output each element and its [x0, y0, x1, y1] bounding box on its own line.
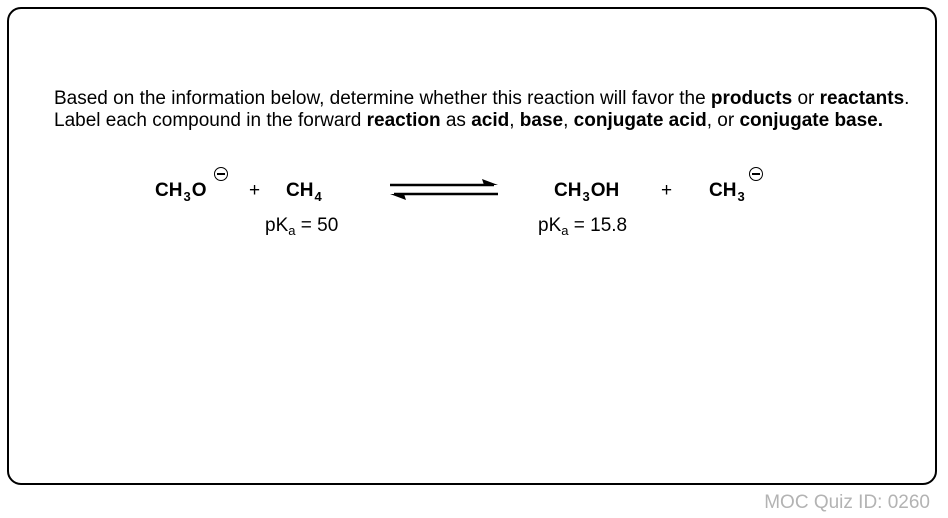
plus-sign: +	[661, 180, 673, 201]
negative-charge-icon	[749, 167, 763, 181]
reactant-methane: CH4	[286, 180, 322, 204]
plus-sign: +	[249, 180, 261, 201]
equilibrium-arrows-icon	[390, 179, 498, 200]
pka-left: pKa = 50	[265, 215, 339, 238]
product-methanol: CH3OH	[554, 180, 620, 204]
negative-charge-icon	[214, 167, 228, 181]
product-methyl-anion: CH3	[709, 180, 745, 204]
reactant-methoxide: CH3O	[155, 180, 207, 204]
pka-right: pKa = 15.8	[538, 215, 628, 238]
quiz-id-label: MOC Quiz ID: 0260	[764, 492, 930, 513]
question-text: Based on the information below, determin…	[54, 88, 910, 131]
question-card	[7, 7, 937, 485]
